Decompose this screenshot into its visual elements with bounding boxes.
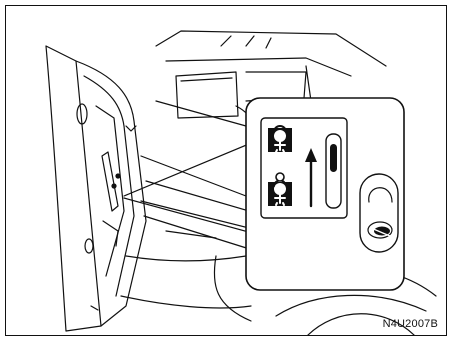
child-lock-locked-icon <box>268 126 292 152</box>
door-child-lock-illustration <box>6 6 447 336</box>
figure-code: N4U2007B <box>383 318 438 330</box>
door-latch <box>360 174 398 252</box>
lock-lever-slot <box>326 134 341 208</box>
illustration-frame: N4U2007B <box>5 5 447 336</box>
callout-pointer <box>124 141 256 234</box>
open-door <box>46 46 146 331</box>
